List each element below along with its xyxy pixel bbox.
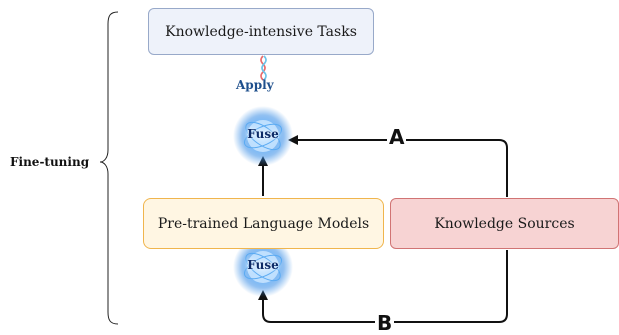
apply-label: Apply [236, 78, 274, 92]
wavy-connector-icon [260, 55, 267, 81]
fine-tuning-brace [99, 11, 119, 325]
path-a-label: A [387, 125, 407, 149]
pretrained-language-models-box: Pre-trained Language Models [143, 198, 384, 249]
fuse-orb-icon [233, 237, 293, 297]
fuse-orb-icon [233, 106, 293, 166]
fuse-label-bottom: Fuse [247, 258, 279, 272]
knowledge-intensive-tasks-box: Knowledge-intensive Tasks [148, 8, 374, 55]
knowledge-sources-box: Knowledge Sources [390, 198, 619, 249]
fuse-label-top: Fuse [247, 127, 279, 141]
arrow-path-a [288, 135, 508, 197]
path-b-label: B [375, 311, 395, 335]
fine-tuning-label: Fine-tuning [10, 155, 90, 169]
